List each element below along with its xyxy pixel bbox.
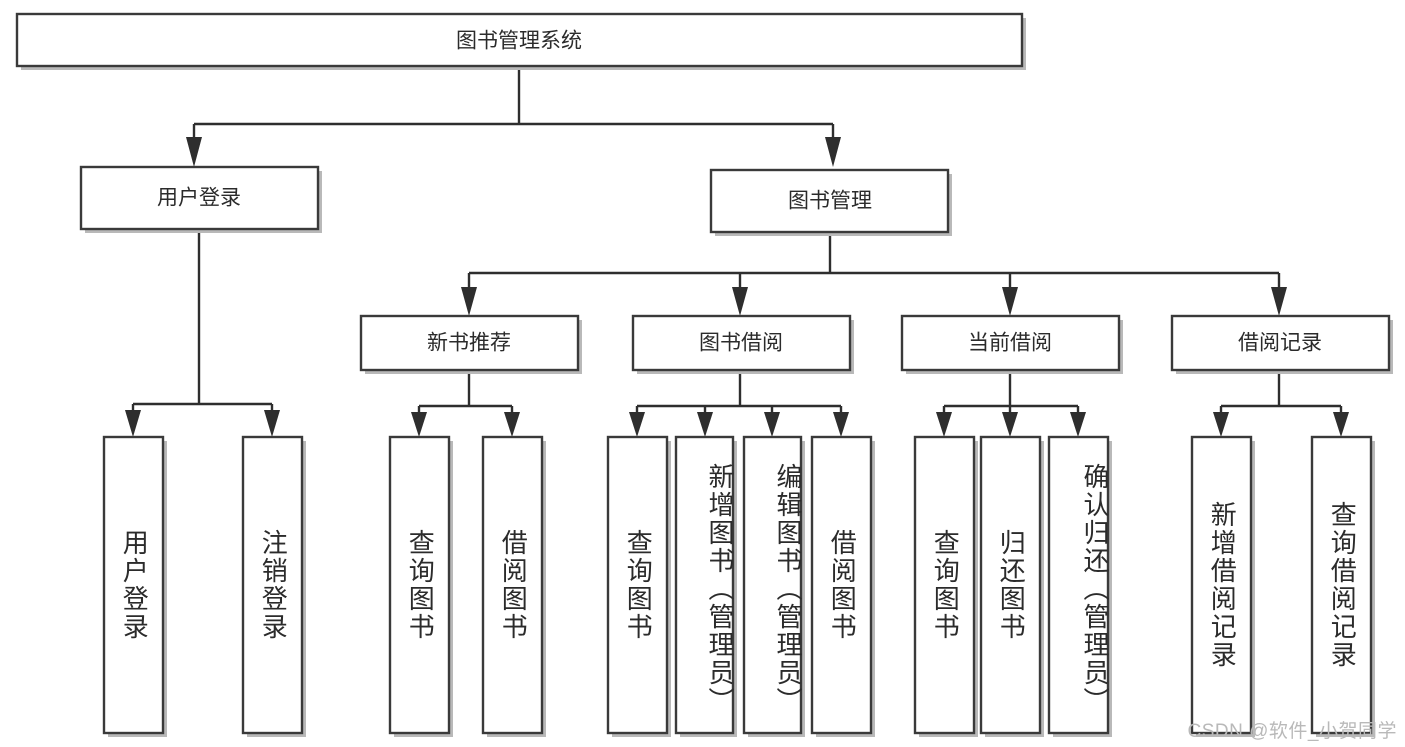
connector-group-borrow-record	[1213, 374, 1349, 437]
arrowhead-new-book-rec	[461, 287, 477, 316]
node-leaf-edit-book[interactable]	[742, 435, 805, 737]
node-root[interactable]: 图书管理系统	[15, 12, 1026, 70]
leaf-rect-borrow-book-2	[810, 435, 873, 735]
arrowhead-leaf-query-book-1	[411, 412, 427, 437]
node-leaf-add-record[interactable]	[1190, 435, 1255, 737]
arrowhead-leaf-edit-book	[764, 412, 780, 437]
connector-group-new-book-rec	[411, 374, 520, 437]
node-new-book-rec-rect	[359, 314, 580, 372]
arrowhead-leaf-user-login	[125, 410, 141, 437]
arrowhead-leaf-add-record	[1213, 412, 1229, 437]
arrowhead-book-borrow	[732, 287, 748, 316]
node-book-borrow-rect	[631, 314, 852, 372]
leaf-rect-add-book	[674, 435, 735, 735]
node-book-borrow[interactable]: 图书借阅	[631, 314, 854, 374]
arrowhead-leaf-return-book	[1002, 412, 1018, 437]
arrowhead-user-login	[186, 137, 202, 167]
node-user-login[interactable]: 用户登录	[79, 165, 322, 233]
leaf-rect-add-record	[1190, 435, 1253, 735]
node-user-login-label: 用户登录	[157, 187, 241, 210]
arrowhead-borrow-record	[1271, 287, 1287, 316]
node-leaf-add-book[interactable]	[674, 435, 737, 737]
node-current-borrow-rect	[900, 314, 1121, 372]
leaf-rect-query-book-1	[388, 435, 451, 735]
connector-group-current-borrow	[936, 374, 1086, 437]
node-new-book-rec[interactable]: 新书推荐	[359, 314, 582, 374]
node-leaf-query-record[interactable]	[1310, 435, 1375, 737]
leaf-rect-edit-book	[742, 435, 803, 735]
connector-group-book-manage	[461, 232, 1287, 316]
leaf-rect-user-login	[102, 435, 165, 735]
node-borrow-record[interactable]: 借阅记录	[1170, 314, 1393, 374]
node-leaf-user-logout[interactable]	[241, 435, 306, 737]
leaf-rect-query-book-2	[606, 435, 669, 735]
leaf-rect-user-logout	[241, 435, 304, 735]
arrowhead-leaf-borrow-book-1	[504, 412, 520, 437]
connector-group-user-login	[125, 233, 280, 437]
node-leaf-borrow-book-2[interactable]	[810, 435, 875, 737]
node-book-borrow-label: 图书借阅	[699, 332, 783, 355]
arrowhead-leaf-query-book-3	[936, 412, 952, 437]
connector-group-book-borrow	[629, 374, 849, 437]
node-current-borrow[interactable]: 当前借阅	[900, 314, 1123, 374]
arrowhead-leaf-query-record	[1333, 412, 1349, 437]
leaf-rect-borrow-book-1	[481, 435, 544, 735]
node-book-manage[interactable]: 图书管理	[709, 168, 952, 236]
node-book-manage-label: 图书管理	[788, 190, 872, 213]
node-leaf-query-book-3[interactable]	[913, 435, 978, 737]
node-book-manage-rect	[709, 168, 950, 234]
node-root-rect	[15, 12, 1024, 68]
arrowhead-leaf-borrow-book-2	[833, 412, 849, 437]
csdn-watermark: CSDN @软件_小贺同学	[1187, 721, 1397, 742]
arrowhead-leaf-user-logout	[264, 410, 280, 437]
node-user-login-rect	[79, 165, 320, 231]
arrowhead-book-manage	[825, 137, 841, 167]
node-leaf-borrow-book-1[interactable]	[481, 435, 546, 737]
leaf-rect-return-book	[979, 435, 1042, 735]
arrowhead-leaf-query-book-2	[629, 412, 645, 437]
arrowhead-leaf-add-book	[697, 412, 713, 437]
node-leaf-return-book[interactable]	[979, 435, 1044, 737]
node-root-label: 图书管理系统	[456, 30, 582, 53]
node-new-book-rec-label: 新书推荐	[427, 332, 511, 355]
arrowhead-leaf-confirm-return	[1070, 412, 1086, 437]
connector-group-root	[186, 66, 841, 167]
leaf-rect-query-record	[1310, 435, 1373, 735]
leaf-rect-confirm-return	[1047, 435, 1110, 735]
node-leaf-query-book-1[interactable]	[388, 435, 453, 737]
node-leaf-confirm-return[interactable]	[1047, 435, 1112, 737]
node-leaf-user-login[interactable]	[102, 435, 167, 737]
node-borrow-record-rect	[1170, 314, 1391, 372]
arrowhead-current-borrow	[1002, 287, 1018, 316]
leaf-rect-query-book-3	[913, 435, 976, 735]
node-current-borrow-label: 当前借阅	[968, 332, 1052, 355]
node-borrow-record-label: 借阅记录	[1238, 332, 1322, 355]
node-leaf-query-book-2[interactable]	[606, 435, 671, 737]
